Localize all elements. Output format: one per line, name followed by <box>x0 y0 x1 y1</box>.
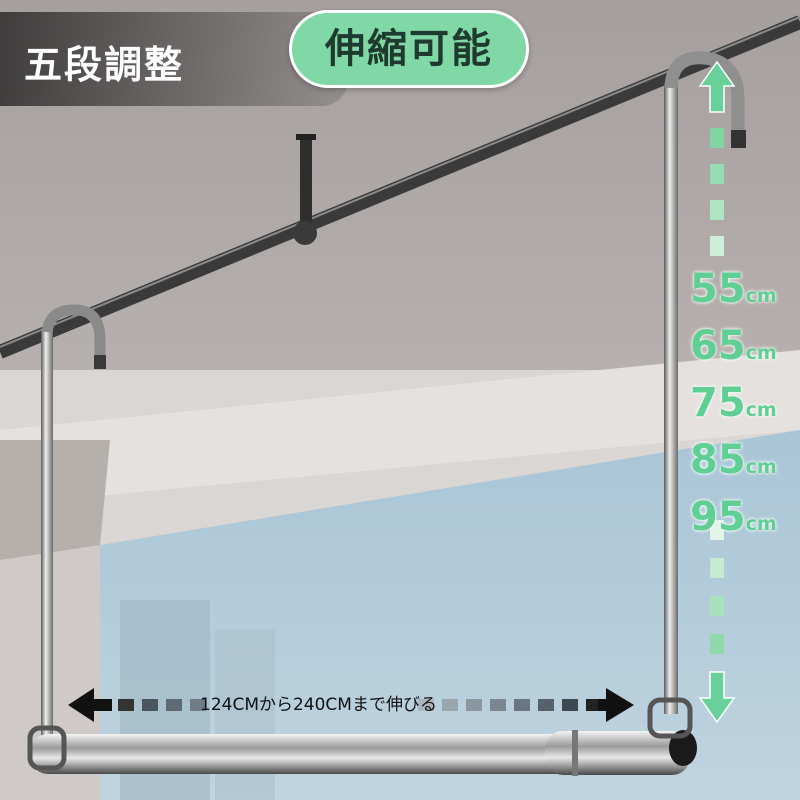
height-size-list: 55cm 65cm 75cm 85cm 95cm <box>690 264 798 549</box>
size-option: 75cm <box>690 380 777 426</box>
size-option: 65cm <box>690 323 777 369</box>
length-range-text: 124CMから240CMまで伸びる <box>200 695 437 715</box>
five-level-adjust-text: 五段調整 <box>24 43 185 87</box>
extendable-badge: 伸縮可能 <box>289 10 529 88</box>
horizontal-extension-arrow <box>68 688 634 722</box>
size-option: 85cm <box>690 437 777 483</box>
vertical-extension-arrow <box>698 60 736 724</box>
size-option: 95cm <box>690 494 777 540</box>
extendable-badge-text: 伸縮可能 <box>325 26 493 72</box>
size-option: 55cm <box>690 266 777 312</box>
